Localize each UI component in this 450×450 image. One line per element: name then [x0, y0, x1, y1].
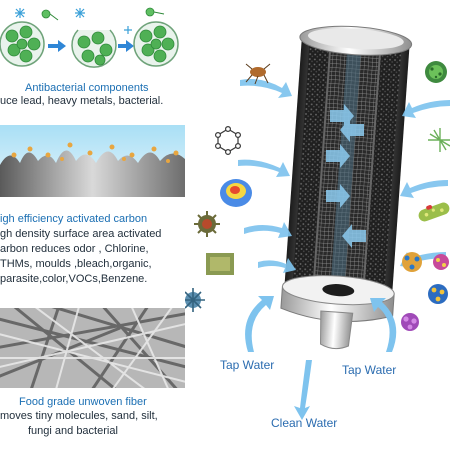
- antibacterial-description: uce lead, heavy metals, bacterial.: [0, 95, 164, 107]
- activated-carbon-line-1: gh density surface area activated: [0, 228, 162, 240]
- antibacterial-diagram: [0, 7, 179, 68]
- filter-cartridge-illustration: [185, 25, 450, 420]
- fiber-mesh-image: [0, 308, 185, 388]
- carbon-surface-image: [0, 125, 185, 197]
- contaminants: [185, 61, 450, 331]
- antibacterial-title: Antibacterial components: [25, 82, 149, 94]
- activated-carbon-line-4: parasite,color,VOCs,Benzene.: [0, 273, 148, 285]
- activated-carbon-panel: igh efficiency activated carbon gh densi…: [0, 125, 185, 295]
- activated-carbon-line-2: arbon reduces odor , Chlorine,: [0, 243, 149, 255]
- activated-carbon-title: igh efficiency activated carbon: [0, 213, 148, 225]
- antibacterial-panel: Antibacterial components uce lead, heavy…: [0, 0, 185, 110]
- tap-water-left-label: Tap Water: [220, 358, 275, 372]
- clean-water-label: Clean Water: [271, 416, 338, 430]
- activated-carbon-line-3: THMs, moulds ,bleach,organic,: [0, 258, 152, 270]
- fiber-line-1: moves tiny molecules, sand, silt,: [0, 410, 158, 422]
- fiber-line-2: fungi and bacterial: [28, 425, 118, 437]
- tap-water-right-label: Tap Water: [342, 363, 397, 377]
- unwoven-fiber-panel: Food grade unwoven fiber moves tiny mole…: [0, 308, 185, 450]
- fiber-title: Food grade unwoven fiber: [19, 396, 147, 408]
